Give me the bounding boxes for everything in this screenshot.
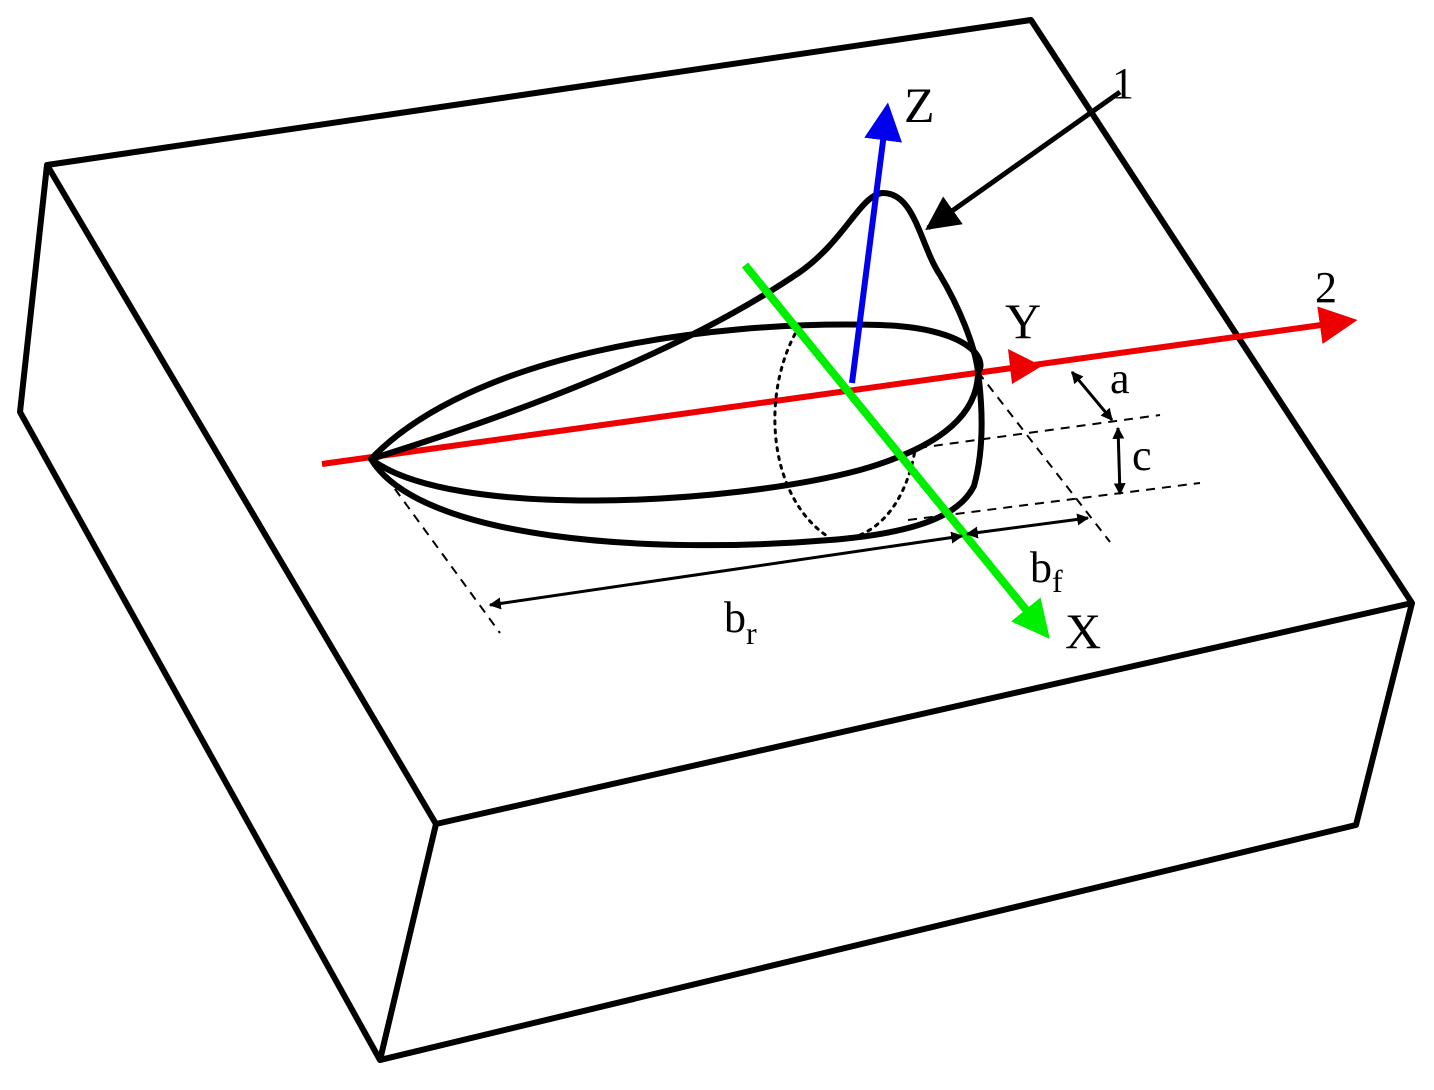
guide-c-bottom: [907, 482, 1201, 521]
block-front-face: [379, 602, 1415, 1063]
y-axis-arrow: [321, 306, 1358, 467]
workpiece-block: [17, 17, 1415, 1063]
callout-2-label: 2: [1315, 263, 1337, 312]
guide-a-bottom: [917, 414, 1161, 449]
dim-bf-subscript: f: [1052, 563, 1063, 599]
dimension-arrows: [488, 371, 1126, 610]
double-ellipsoid: [368, 189, 985, 549]
ellipsoid-mid-outline: [368, 369, 981, 504]
block-top-face: [44, 17, 1415, 827]
guide-a-top: [977, 371, 1111, 543]
dim-br-base: b: [724, 593, 746, 642]
z-axis-arrow: [849, 102, 902, 384]
y-axis-origin-arrowhead: [1008, 349, 1042, 384]
dim-br-arrow: [488, 531, 964, 610]
guide-br-left: [375, 462, 501, 634]
callout-1-arrow: [925, 89, 1122, 231]
ellipsoid-top-outline: [368, 321, 984, 462]
z-axis-label: Z: [904, 77, 935, 133]
dim-bf-arrow: [965, 513, 1090, 539]
dimension-guides: [375, 371, 1201, 634]
x-axis-label: X: [1065, 603, 1101, 659]
dim-c-label: c: [1132, 431, 1152, 480]
dim-a-arrow: [1070, 371, 1114, 421]
block-left-face: [17, 164, 439, 1063]
dim-br-subscript: r: [746, 615, 757, 651]
dim-bf-label: bf: [1030, 543, 1063, 599]
dim-bf-base: b: [1030, 543, 1052, 592]
callout-1-label: 1: [1112, 59, 1134, 108]
y-axis-label: Y: [1005, 293, 1041, 349]
dim-a-label: a: [1110, 354, 1130, 403]
heat-flux-profile: [368, 189, 981, 462]
x-axis-arrow: [741, 262, 1050, 639]
dim-br-label: br: [724, 593, 757, 651]
dim-c-arrow: [1112, 426, 1126, 496]
cross-section-dotted: [773, 332, 917, 540]
